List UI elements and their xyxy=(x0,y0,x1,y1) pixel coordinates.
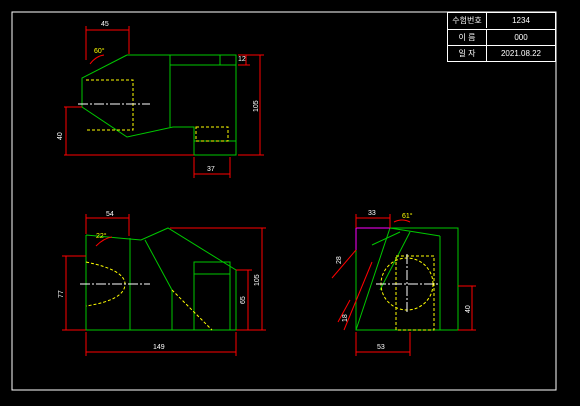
front-view-hidden xyxy=(171,289,213,331)
front-view-outline xyxy=(85,227,237,331)
top-view-hidden-hole xyxy=(86,79,134,131)
side-view-edge xyxy=(371,231,401,246)
dim-text-top-12: 12 xyxy=(238,56,246,63)
date-value: 2021.08.22 xyxy=(500,49,542,58)
dim-text-side-53: 53 xyxy=(377,344,385,351)
side-view-edge xyxy=(389,227,441,237)
dim-text-top-105: 105 xyxy=(253,100,260,112)
dim-text-front-22deg: 22° xyxy=(96,233,107,240)
dim-text-front-77: 77 xyxy=(58,290,65,298)
top-view-outline xyxy=(81,54,237,156)
dim-text-front-105: 105 xyxy=(254,274,261,286)
title-block-row: 일 자 2021.08.22 xyxy=(448,45,555,61)
side-view-hidden-bore xyxy=(395,255,435,331)
dim-text-top-60deg: 60° xyxy=(94,48,105,55)
dim-text-top-37: 37 xyxy=(207,166,215,173)
dim-arc xyxy=(95,236,113,247)
top-view xyxy=(64,26,264,178)
dim-line xyxy=(337,299,351,323)
dim-text-front-54: 54 xyxy=(106,211,114,218)
dim-text-side-40: 40 xyxy=(465,305,472,313)
front-view-edge xyxy=(144,239,173,291)
dim-text-side-61deg: 61° xyxy=(402,213,413,220)
date-label: 일 자 xyxy=(448,46,487,61)
dim-arc xyxy=(89,54,105,65)
drawing-frame xyxy=(11,11,557,391)
exam-number-value: 1234 xyxy=(512,16,530,25)
dim-text-front-65: 65 xyxy=(240,296,247,304)
dim-text-front-149: 149 xyxy=(153,344,165,351)
dim-arc xyxy=(393,219,411,223)
name-value: 000 xyxy=(514,33,528,42)
top-view-hidden-slot xyxy=(195,126,229,142)
side-view-edge xyxy=(379,231,411,291)
title-block: 수험번호 1234 이 름 000 일 자 2021.08.22 xyxy=(447,12,556,62)
exam-number-label: 수험번호 xyxy=(448,13,487,28)
title-block-row: 수험번호 1234 xyxy=(448,13,555,29)
side-view xyxy=(331,214,476,356)
dim-text-side-33: 33 xyxy=(368,210,376,217)
dim-text-top-45: 45 xyxy=(101,21,109,28)
title-block-row: 이 름 000 xyxy=(448,29,555,45)
dim-text-side-28: 28 xyxy=(336,256,343,264)
front-view xyxy=(62,214,266,356)
side-view-edge xyxy=(355,227,391,331)
dim-line xyxy=(343,261,373,331)
dim-text-top-40: 40 xyxy=(57,132,64,140)
name-label: 이 름 xyxy=(448,30,487,45)
front-view-block xyxy=(193,261,231,331)
dim-line xyxy=(331,249,357,279)
dim-text-side-18: 18 xyxy=(342,314,349,322)
